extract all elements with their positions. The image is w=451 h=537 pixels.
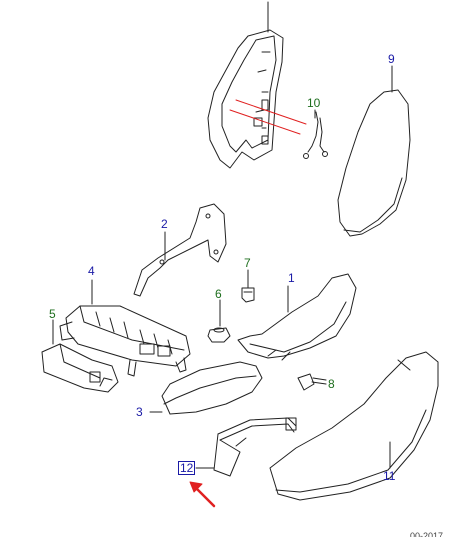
seat-bracket	[133, 203, 227, 297]
screw	[297, 373, 327, 391]
callout-4: 4	[88, 264, 95, 278]
side-trim-rear	[269, 351, 439, 501]
callout-2: 2	[161, 217, 168, 231]
clip-part	[241, 269, 255, 303]
callout-11: 11	[383, 469, 396, 483]
callout-5: 5	[49, 307, 56, 321]
callout-6: 6	[215, 287, 222, 301]
lower-bracket	[41, 319, 119, 393]
grommet	[207, 299, 231, 343]
seat-back-frame	[207, 1, 307, 169]
callout-9: 9	[388, 52, 395, 66]
callout-1: 1	[288, 271, 295, 285]
callout-8: 8	[328, 377, 335, 391]
release-cable	[195, 417, 297, 477]
callout-10: 10	[307, 96, 321, 110]
seat-back-cushion	[337, 65, 411, 237]
callout-7: 7	[244, 256, 251, 270]
callout-3: 3	[136, 405, 143, 419]
seat-cushion-pad	[149, 361, 263, 415]
seat-frame-base	[59, 279, 191, 377]
side-trim-front	[237, 273, 357, 361]
footer-code: 00-2017	[409, 531, 443, 537]
pointer-arrow	[189, 481, 216, 508]
callout-12-highlighted: 12	[178, 461, 196, 475]
wire-harness	[303, 109, 328, 159]
